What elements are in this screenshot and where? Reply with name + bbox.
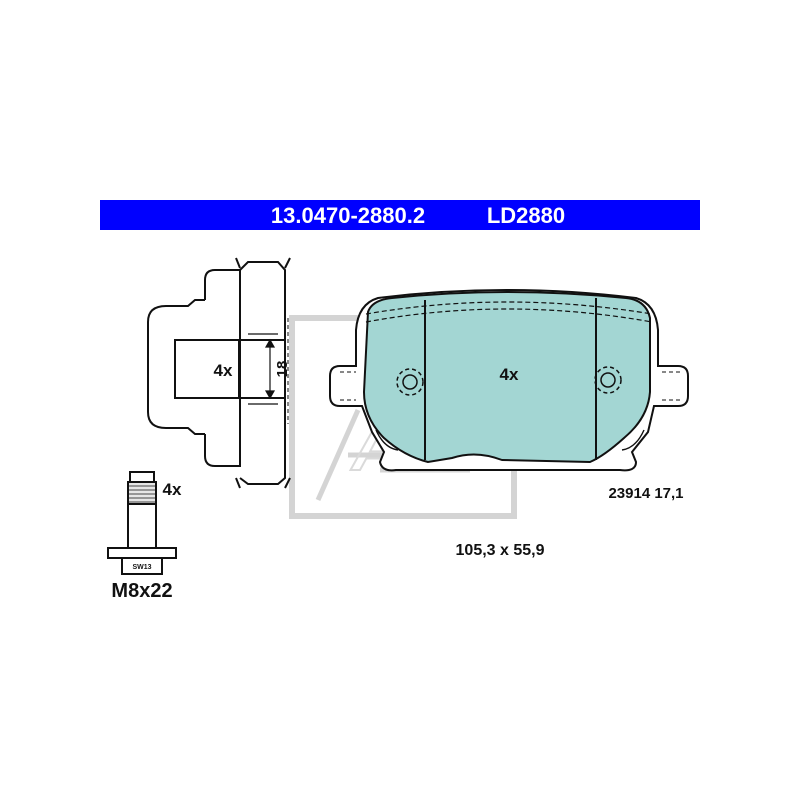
pad-quantity: 4x <box>500 365 519 384</box>
clip-quantity: 4x <box>214 361 233 380</box>
pad-number-thickness: 23914 17,1 <box>608 485 683 502</box>
pad-hole-right <box>594 366 622 394</box>
pad-dimensions: 105,3 x 55,9 <box>456 542 545 559</box>
clip-dimension-line <box>264 338 276 400</box>
product-code: LD2880 <box>487 203 565 228</box>
header-bar <box>100 200 700 230</box>
pad-hole-left <box>396 368 424 396</box>
part-number: 13.0470-2880.2 <box>271 203 425 228</box>
bolt-drawing <box>107 471 177 575</box>
bolt-thread: M8x22 <box>111 580 172 602</box>
clip-dimension-value: 18 <box>274 361 291 378</box>
bolt-quantity: 4x <box>163 480 182 499</box>
brake-pad-drawing <box>329 289 689 472</box>
bolt-wrench-size: SW13 <box>132 564 151 571</box>
friction-material <box>362 291 651 464</box>
spring-clip <box>147 257 291 489</box>
